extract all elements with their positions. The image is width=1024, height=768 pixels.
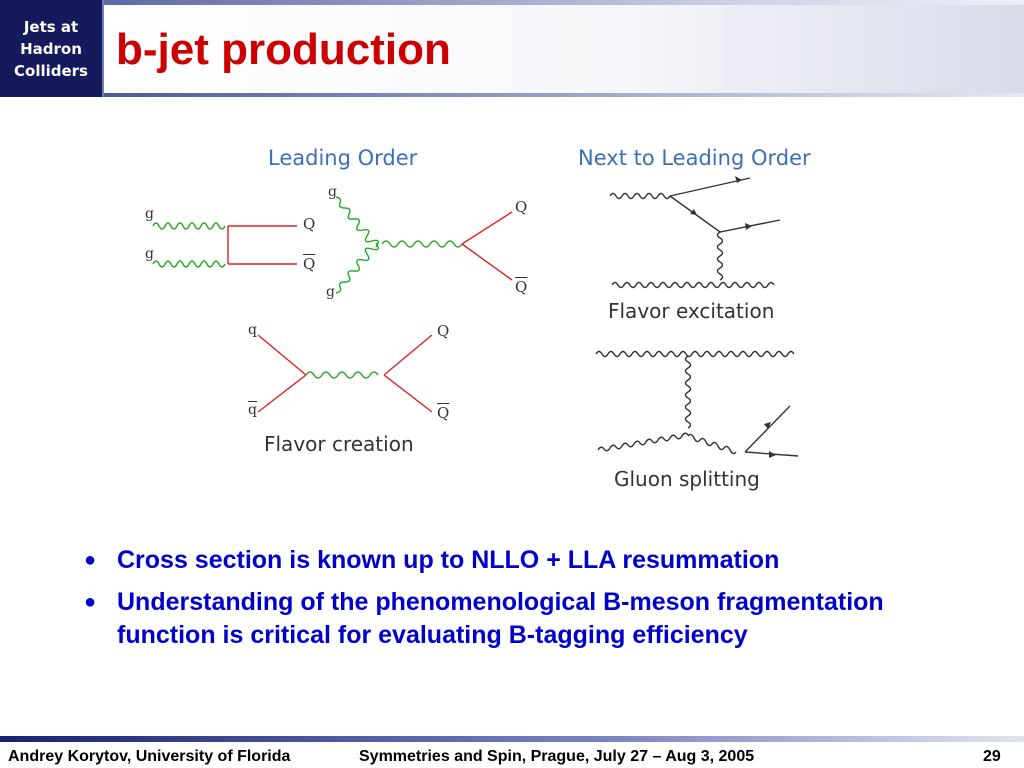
flavor-creation-caption: Flavor creation	[264, 432, 414, 456]
arrow-icon	[764, 422, 771, 429]
quark-line	[744, 405, 799, 457]
arrow-icon	[745, 223, 752, 230]
particle-label: Q	[437, 322, 450, 340]
bullet-item: ● Cross section is known up to NLLO + LLA…	[84, 544, 934, 577]
particle-label: g	[145, 206, 154, 222]
logo-line: Colliders	[14, 61, 88, 80]
gluon-line	[597, 432, 689, 452]
quark-line	[227, 225, 297, 265]
gluon-line	[595, 350, 795, 358]
logo: Jets at Hadron Colliders	[0, 0, 104, 97]
gluon-line	[716, 231, 724, 281]
particle-label: Q	[515, 278, 528, 296]
arrow-icon	[690, 209, 697, 215]
nlo-heading: Next to Leading Order	[578, 146, 811, 170]
bullet-icon: ●	[84, 591, 97, 613]
gluon-line	[335, 196, 379, 248]
gluon-line	[609, 192, 671, 200]
bullet-text: Understanding of the phenomenological B-…	[117, 588, 884, 649]
gluon-line	[335, 242, 379, 294]
bullet-list: ● Cross section is known up to NLLO + LLA…	[84, 544, 934, 661]
leading-order-heading: Leading Order	[268, 146, 418, 170]
bullet-item: ● Understanding of the phenomenological B…	[84, 586, 934, 652]
gluon-line	[152, 222, 226, 230]
particle-label: Q	[303, 215, 316, 233]
particle-label: Q	[515, 198, 528, 216]
logo-line: Jets at	[23, 17, 79, 36]
particle-label: Q	[303, 255, 316, 273]
quark-line	[461, 211, 513, 281]
arrow-icon	[735, 176, 742, 183]
gluon-line	[611, 281, 775, 289]
particle-label: q	[248, 402, 257, 418]
footer: Andrey Korytov, University of Florida Sy…	[0, 742, 1024, 768]
particle-label: g	[328, 184, 337, 200]
title-underline-bar	[104, 93, 1024, 97]
gluon-line	[381, 240, 463, 248]
bullet-icon: ●	[84, 549, 97, 571]
arrow-icon	[769, 451, 776, 458]
quark-line	[383, 334, 433, 413]
footer-author: Andrey Korytov, University of Florida	[8, 748, 291, 765]
gluon-splitting-caption: Gluon splitting	[614, 467, 760, 491]
particle-label: g	[145, 246, 154, 262]
bullet-text: Cross section is known up to NLLO + LLA …	[117, 546, 780, 574]
particle-label: Q	[437, 404, 450, 422]
particle-label: g	[326, 284, 335, 300]
page-number: 29	[983, 748, 1001, 765]
footer-bar	[0, 736, 1024, 742]
gluon-line	[305, 371, 379, 379]
gluon-line	[152, 260, 226, 268]
gluon-line	[687, 433, 737, 455]
quark-line	[669, 177, 781, 233]
quark-line	[257, 334, 307, 413]
title-band	[104, 0, 1024, 97]
footer-event: Symmetries and Spin, Prague, July 27 – A…	[359, 748, 755, 765]
page-title: b-jet production	[116, 25, 451, 74]
gluon-line	[684, 355, 692, 429]
top-decor-bar	[104, 0, 1024, 5]
particle-label: q	[248, 322, 257, 338]
flavor-excitation-caption: Flavor excitation	[608, 299, 775, 323]
logo-line: Hadron	[20, 39, 82, 58]
